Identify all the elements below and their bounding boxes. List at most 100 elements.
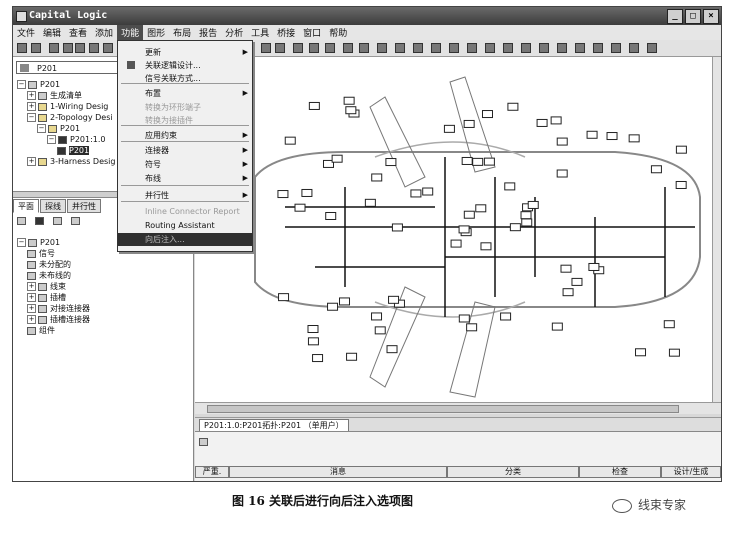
tree-item[interactable]: −2-Topology Desi [17, 112, 115, 123]
toolbar-tool-icon[interactable] [629, 43, 639, 53]
toolbar-tool-icon[interactable] [343, 43, 353, 53]
table-header-0[interactable]: 严重. [195, 466, 229, 478]
tree-item[interactable]: +1-Wiring Desig [17, 101, 115, 112]
expand-toggle-icon[interactable]: + [27, 91, 36, 100]
toolbar-tool-icon[interactable] [377, 43, 387, 53]
menu-item-4[interactable]: 转换为环形端子 [118, 101, 252, 114]
expand-toggle-icon[interactable]: − [17, 80, 26, 89]
expand-toggle-icon[interactable]: + [27, 282, 36, 291]
table-header-4[interactable]: 设计/生成 [661, 466, 721, 478]
menu-9[interactable]: 工具 [251, 29, 270, 39]
expand-toggle-icon[interactable]: − [27, 113, 36, 122]
tree-item[interactable]: −P201 [17, 237, 90, 248]
menu-0[interactable]: 文件 [17, 29, 36, 39]
tab-1[interactable]: 探线 [40, 199, 66, 213]
menu-3[interactable]: 添加 [95, 29, 114, 39]
tree-item[interactable]: 信号 [17, 248, 90, 259]
menu-item-3[interactable]: 布置▶ [118, 87, 252, 100]
tree-item[interactable]: +插槽 [17, 292, 90, 303]
tree-item[interactable]: +3-Harness Desig [17, 156, 115, 167]
toolbar-tool-icon[interactable] [467, 43, 477, 53]
tree-item[interactable]: +对接连接器 [17, 303, 90, 314]
toolbar-tool-icon[interactable] [521, 43, 531, 53]
topology-canvas[interactable] [195, 57, 715, 402]
tree-item[interactable]: 未分配的 [17, 259, 90, 270]
toolbar-tool-icon[interactable] [557, 43, 567, 53]
menu-7[interactable]: 报告 [199, 29, 218, 39]
menu-4[interactable]: 功能 [117, 25, 144, 40]
tree-item[interactable]: 未布线的 [17, 270, 90, 281]
filter-icon[interactable] [17, 217, 26, 225]
save-icon[interactable] [199, 438, 208, 446]
tree-item[interactable]: +线束 [17, 281, 90, 292]
grid-icon[interactable] [35, 217, 44, 225]
menu-5[interactable]: 图形 [147, 29, 166, 39]
toolbar-tool-icon[interactable] [275, 43, 285, 53]
table-header-3[interactable]: 检查 [579, 466, 661, 478]
menu-10[interactable]: 桥接 [277, 29, 296, 39]
scroll-thumb[interactable] [207, 405, 679, 413]
tree-item[interactable]: −P201:1.0 [17, 134, 115, 145]
close-button[interactable]: × [703, 9, 719, 24]
tree-item[interactable]: +插槽连接器 [17, 314, 90, 325]
menu-item-8[interactable]: 符号▶ [118, 158, 252, 171]
menu-item-12[interactable]: Routing Assistant [118, 219, 252, 232]
toolbar-tool-icon[interactable] [395, 43, 405, 53]
print-icon[interactable] [53, 217, 62, 225]
toolbar-tool-icon[interactable] [449, 43, 459, 53]
menu-11[interactable]: 窗口 [303, 29, 322, 39]
menu-item-0[interactable]: 更新▶ [118, 46, 252, 59]
menu-item-10[interactable]: 并行性▶ [118, 189, 252, 202]
menu-8[interactable]: 分析 [225, 29, 244, 39]
menu-item-1[interactable]: 关联逻辑设计... [118, 59, 252, 72]
toolbar-tool-icon[interactable] [261, 43, 271, 53]
toolbar-tool-icon[interactable] [75, 43, 85, 53]
menu-item-2[interactable]: 信号关联方式... [118, 72, 252, 85]
toolbar-tool-icon[interactable] [611, 43, 621, 53]
expand-toggle-icon[interactable]: + [27, 102, 36, 111]
menu-12[interactable]: 帮助 [329, 29, 348, 39]
menu-6[interactable]: 布局 [173, 29, 192, 39]
expand-toggle-icon[interactable]: − [37, 124, 46, 133]
expand-toggle-icon[interactable]: − [47, 135, 56, 144]
tab-0[interactable]: 平面 [13, 199, 39, 213]
toolbar-tool-icon[interactable] [503, 43, 513, 53]
tree-item[interactable]: 组件 [17, 325, 90, 336]
signal-icon[interactable] [71, 217, 80, 225]
table-header-2[interactable]: 分类 [447, 466, 579, 478]
design-selector[interactable]: P201 [16, 61, 126, 74]
toolbar-tool-icon[interactable] [593, 43, 603, 53]
toolbar-tool-icon[interactable] [325, 43, 335, 53]
tab-2[interactable]: 并行性 [67, 199, 101, 213]
maximize-button[interactable]: □ [685, 9, 701, 24]
expand-toggle-icon[interactable]: + [27, 293, 36, 302]
menu-item-9[interactable]: 布线▶ [118, 172, 252, 185]
minimize-button[interactable]: _ [667, 9, 683, 24]
menu-item-11[interactable]: Inline Connector Report [118, 205, 252, 218]
toolbar-tool-icon[interactable] [31, 43, 41, 53]
toolbar-tool-icon[interactable] [309, 43, 319, 53]
expand-toggle-icon[interactable]: − [17, 238, 26, 247]
menu-item-6[interactable]: 应用约束▶ [118, 129, 252, 142]
menu-1[interactable]: 编辑 [43, 29, 62, 39]
toolbar-tool-icon[interactable] [63, 43, 73, 53]
toolbar-tool-icon[interactable] [485, 43, 495, 53]
toolbar-tool-icon[interactable] [17, 43, 27, 53]
toolbar-tool-icon[interactable] [293, 43, 303, 53]
toolbar-tool-icon[interactable] [89, 43, 99, 53]
tree-item[interactable]: −P201 [17, 79, 115, 90]
tree-item[interactable]: −P201 [17, 123, 115, 134]
horizontal-scrollbar[interactable] [195, 402, 721, 414]
table-header-1[interactable]: 消息 [229, 466, 447, 478]
vertical-scrollbar[interactable] [712, 57, 721, 402]
menu-2[interactable]: 查看 [69, 29, 88, 39]
toolbar-tool-icon[interactable] [431, 43, 441, 53]
expand-toggle-icon[interactable]: + [27, 157, 36, 166]
toolbar-tool-icon[interactable] [575, 43, 585, 53]
expand-toggle-icon[interactable]: + [27, 304, 36, 313]
toolbar-tool-icon[interactable] [647, 43, 657, 53]
menu-item-5[interactable]: 转换为接插件 [118, 114, 252, 127]
toolbar-tool-icon[interactable] [539, 43, 549, 53]
expand-toggle-icon[interactable]: + [27, 315, 36, 324]
toolbar-tool-icon[interactable] [413, 43, 423, 53]
